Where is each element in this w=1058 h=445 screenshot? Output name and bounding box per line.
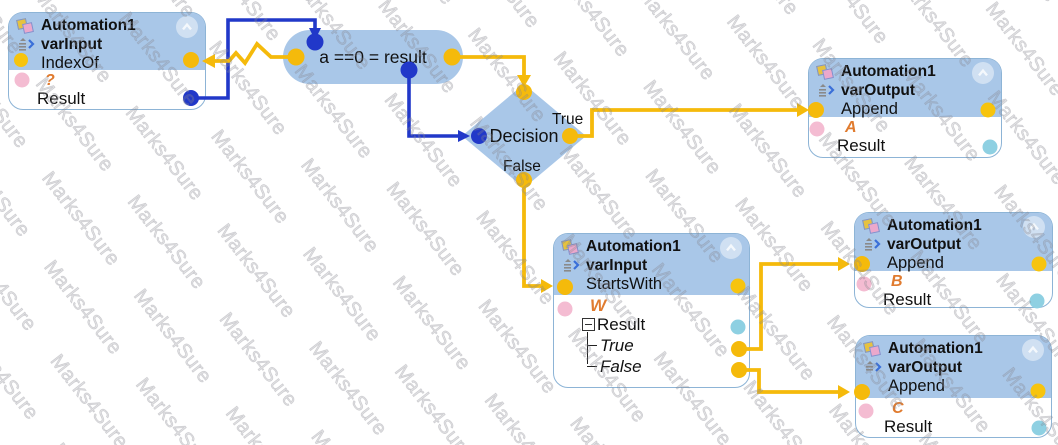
- stage-action: IndexOf: [41, 54, 99, 72]
- stage-header: Automation1 varOutput Append: [855, 213, 1052, 272]
- stage-title: Automation1: [586, 238, 681, 255]
- collapse-chevron-icon[interactable]: [720, 237, 742, 259]
- link-expression-to-indexof[interactable]: [212, 41, 292, 67]
- link-startswith-true-to-append-b[interactable]: [739, 262, 843, 351]
- variable-list-icon: [863, 359, 883, 375]
- collapse-chevron-icon[interactable]: [972, 62, 994, 84]
- stage-subtitle: varOutput: [888, 358, 963, 376]
- stage-title: Automation1: [887, 217, 982, 234]
- stage-body: C Result: [856, 398, 1051, 438]
- link-expression-to-decision-top[interactable]: [452, 55, 526, 80]
- stage-header: Automation1 varOutput Append: [809, 59, 1001, 118]
- stage-varoutput-append-c[interactable]: Automation1 varOutput Append C Result: [855, 335, 1052, 438]
- expression-label: a ==0 = result: [319, 46, 427, 67]
- tree-line: [587, 345, 597, 346]
- result-label: Result: [884, 417, 933, 436]
- result-label: Result: [837, 136, 886, 155]
- stage-type-icon: [863, 341, 882, 357]
- variable-list-icon: [16, 36, 36, 52]
- stage-header: Automation1 varOutput Append: [856, 336, 1051, 398]
- decision-label: Decision: [489, 125, 559, 146]
- result-tree-row: Result: [582, 314, 743, 335]
- stage-body: A Result: [809, 117, 1001, 157]
- stage-varoutput-append-a[interactable]: Automation1 varOutput Append A Result: [808, 58, 1002, 158]
- arrowhead: [838, 257, 850, 271]
- stage-action: StartsWith: [586, 275, 663, 293]
- output-marker: A: [845, 119, 857, 136]
- stage-varinput-startswith[interactable]: Automation1 varInput StartsWith W Result…: [553, 233, 750, 388]
- stage-type-icon: [816, 64, 835, 80]
- tree-true-label: True: [600, 335, 634, 355]
- stage-title: Automation1: [41, 17, 136, 34]
- collapse-box-icon[interactable]: [582, 318, 595, 331]
- arrowhead: [541, 279, 553, 293]
- collapse-chevron-icon[interactable]: [1023, 216, 1045, 238]
- stage-action: Append: [887, 254, 944, 272]
- stage-title: Automation1: [841, 63, 936, 80]
- stage-action: Append: [888, 377, 945, 395]
- result-label: Result: [883, 290, 932, 309]
- link-true-to-append-a[interactable]: [570, 108, 802, 138]
- stage-varinput-indexof[interactable]: Automation1 varInput IndexOf ? Result: [8, 12, 206, 110]
- stage-body: B Result: [855, 271, 1052, 311]
- link-false-to-startswith[interactable]: [522, 180, 546, 288]
- stage-action: Append: [841, 100, 898, 118]
- decision-false-label: False: [503, 158, 541, 175]
- output-marker: W: [590, 296, 607, 315]
- variable-list-icon: [862, 236, 882, 252]
- stage-type-icon: [561, 239, 580, 255]
- stage-header: Automation1 varInput IndexOf: [9, 13, 205, 72]
- stage-subtitle: varInput: [41, 35, 103, 53]
- collapse-chevron-icon[interactable]: [1022, 339, 1044, 361]
- collapse-chevron-icon[interactable]: [176, 16, 198, 38]
- arrowhead: [838, 385, 850, 399]
- output-marker: B: [891, 273, 903, 290]
- decision-true-label: True: [552, 111, 584, 128]
- stage-subtitle: varOutput: [841, 81, 916, 99]
- output-marker: C: [892, 400, 904, 417]
- stage-varoutput-append-b[interactable]: Automation1 varOutput Append B Result: [854, 212, 1053, 311]
- variable-list-icon: [561, 257, 581, 273]
- variable-list-icon: [816, 82, 836, 98]
- result-tree-children: True False: [587, 332, 743, 377]
- stage-expression[interactable]: a ==0 = result: [283, 30, 463, 84]
- stage-body: ? Result: [9, 70, 205, 110]
- tree-false-label: False: [600, 356, 642, 376]
- result-label: Result: [37, 89, 86, 108]
- stage-subtitle: varInput: [586, 256, 648, 274]
- stage-body: W Result True False: [554, 295, 749, 379]
- stage-type-icon: [16, 18, 35, 34]
- stage-subtitle: varOutput: [887, 235, 962, 253]
- stage-type-icon: [862, 218, 881, 234]
- output-marker: ?: [45, 72, 55, 89]
- stage-title: Automation1: [888, 340, 983, 357]
- stage-header: Automation1 varInput StartsWith: [554, 234, 749, 295]
- link-startswith-false-to-append-c[interactable]: [739, 368, 843, 394]
- tree-result-label: Result: [597, 314, 646, 334]
- tree-line: [587, 366, 597, 367]
